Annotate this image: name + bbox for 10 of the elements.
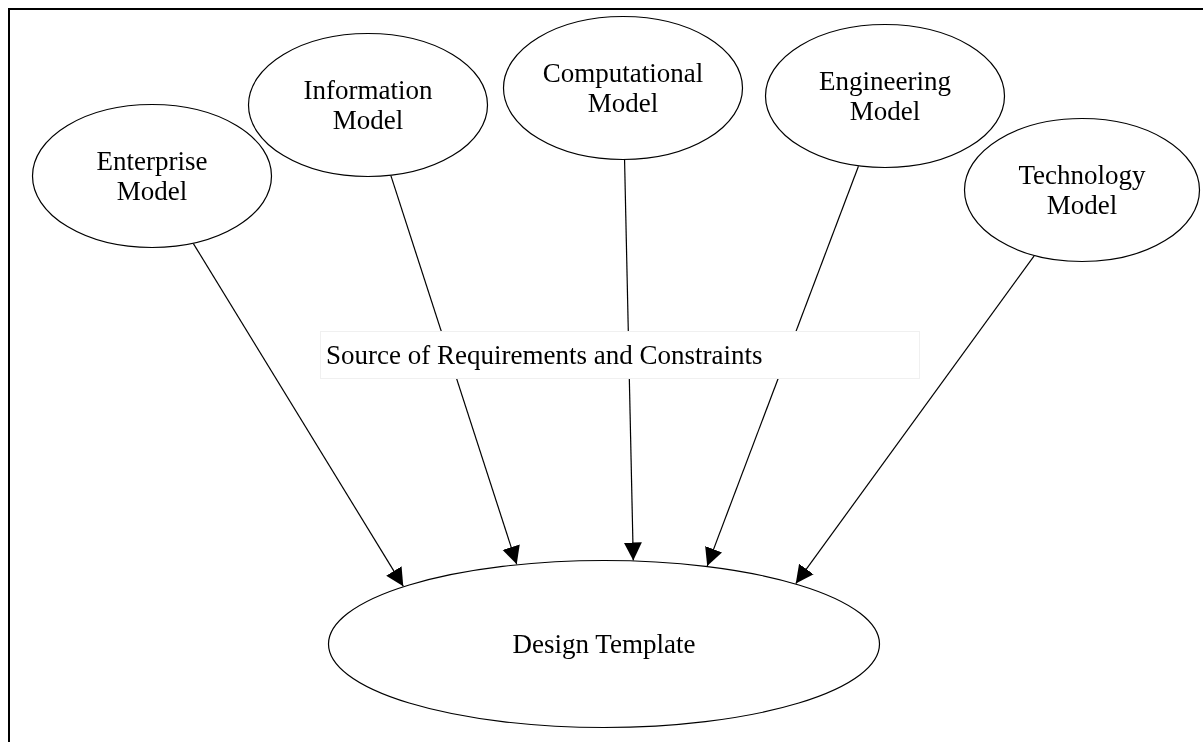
arrow [623,159,642,562]
node-label: Computational Model [541,58,705,118]
annotation-text: Source of Requirements and Constraints [320,331,920,379]
node-label: Technology Model [1017,160,1147,220]
arrow [192,243,404,587]
node-label: Engineering Model [818,66,952,126]
node-label: Information Model [302,75,434,135]
arrow [795,255,1035,585]
node-label: Enterprise Model [95,146,209,206]
node-label: Design Template [512,629,696,659]
